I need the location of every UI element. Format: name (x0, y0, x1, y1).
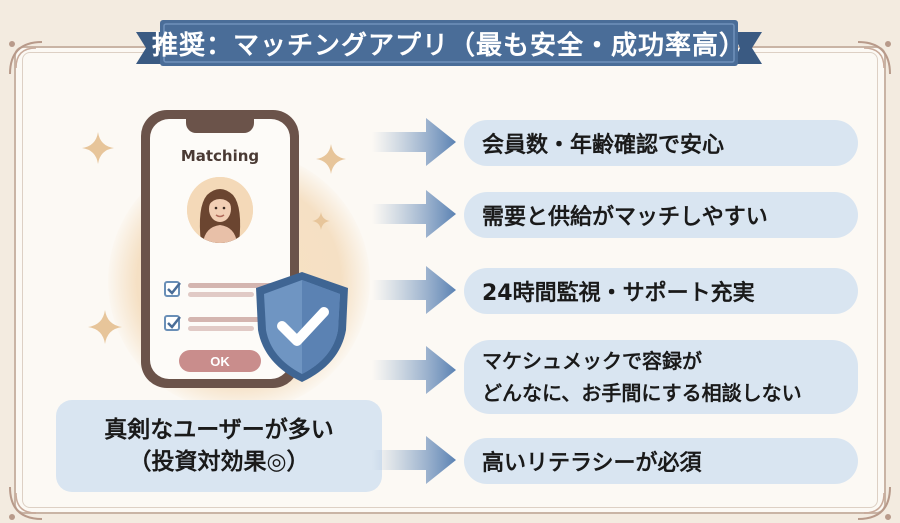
arrow-right-icon (372, 118, 456, 166)
point-pill: 高いリテラシーが必須 (464, 438, 858, 484)
page-title: 推奨：マッチングアプリ（最も安全・成功率高） (152, 30, 747, 61)
left-label-line2: （投資対効果◎） (128, 449, 310, 475)
point-pill: 需要と供給がマッチしやすい (464, 192, 858, 238)
sparkle-icon (82, 132, 114, 164)
sparkle-icon (312, 212, 330, 230)
shield-check-icon (256, 272, 348, 382)
arrow-right-icon (372, 436, 456, 484)
corner-ornament-icon (6, 483, 46, 523)
corner-ornament-icon (854, 38, 894, 78)
left-label-line1: 真剣なユーザーが多い (104, 417, 334, 443)
sparkle-icon (88, 310, 122, 344)
phone-notch (186, 119, 254, 133)
point-text: 需要と供給がマッチしやすい (482, 205, 768, 230)
corner-ornament-icon (854, 483, 894, 523)
corner-ornament-icon (6, 38, 46, 78)
placeholder-line (188, 292, 254, 297)
phone-screen: Matching (150, 119, 290, 379)
point-pill: マケシュメックで容録が どんなに、お手間にする相談しない (464, 340, 858, 414)
point-pill: 24時間監視・サポート充実 (464, 268, 858, 314)
point-text: マケシュメックで容録が (482, 349, 702, 373)
point-pill: 会員数・年齢確認で安心 (464, 120, 858, 166)
placeholder-line (188, 317, 274, 322)
sparkle-icon (316, 144, 346, 174)
checkbox-icon (164, 281, 181, 297)
avatar-woman-icon (187, 177, 253, 243)
phone-illustration: Matching (141, 110, 299, 388)
arrow-right-icon (372, 266, 456, 314)
arrow-right-icon (372, 190, 456, 238)
left-summary-label: 真剣なユーザーが多い （投資対効果◎） (56, 400, 382, 492)
ok-button[interactable]: OK (179, 350, 261, 372)
placeholder-line (188, 326, 254, 331)
app-title: Matching (180, 147, 260, 165)
checklist-row (164, 315, 274, 333)
point-text: 高いリテラシーが必須 (482, 451, 702, 476)
point-text: 24時間監視・サポート充実 (482, 281, 755, 306)
title-banner: 推奨：マッチングアプリ（最も安全・成功率高） (136, 14, 762, 74)
point-text: 会員数・年齢確認で安心 (482, 133, 725, 158)
placeholder-line (188, 283, 274, 288)
arrow-right-icon (372, 346, 456, 394)
checkbox-icon (164, 315, 181, 331)
point-text: どんなに、お手間にする相談しない (482, 381, 802, 405)
checklist-row (164, 281, 274, 299)
